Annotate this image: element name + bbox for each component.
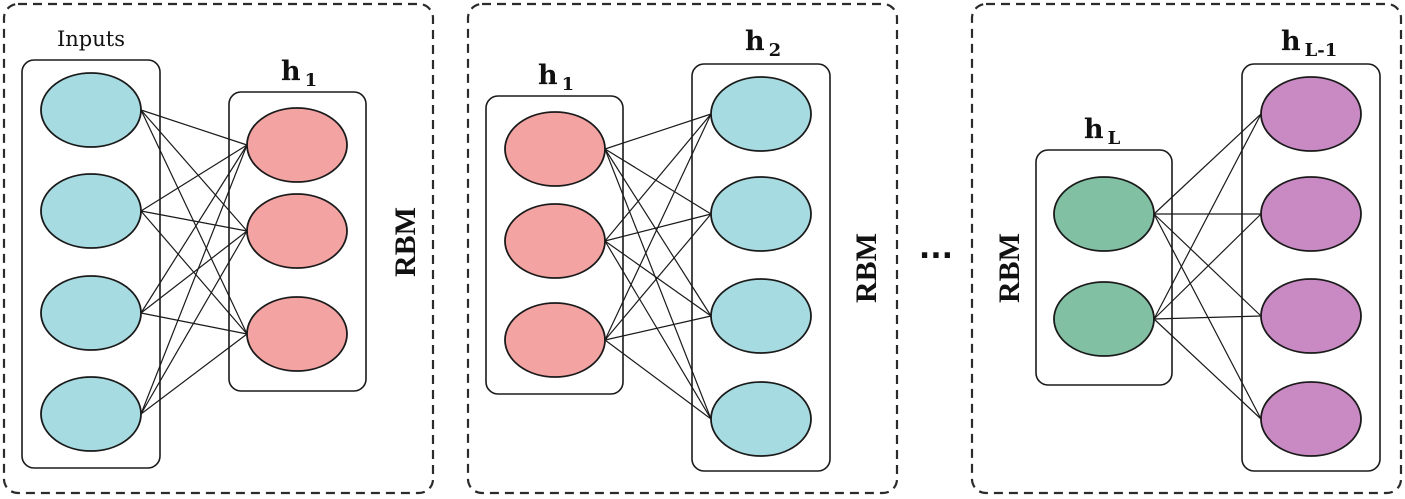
connections <box>140 109 1262 420</box>
panel-3-hLm1-box <box>1241 63 1381 472</box>
panel-2-h1-box <box>485 95 624 395</box>
connection-p1-2-2 <box>140 210 248 232</box>
connection-p1-1-1 <box>140 109 248 146</box>
connection-p2-2-4 <box>604 240 712 420</box>
connection-p1-1-3 <box>140 109 248 335</box>
connection-p3-2-1 <box>1153 113 1262 320</box>
panel-3-frame <box>970 2 1403 495</box>
connection-p2-1-3 <box>604 148 712 317</box>
connection-p1-4-3 <box>140 333 248 415</box>
neuron-p2-right-1 <box>710 76 812 152</box>
label-main: h <box>745 26 765 57</box>
panel-3-rbm-label: RBM <box>993 233 1026 303</box>
neuron-p1-left-4 <box>40 376 142 452</box>
connection-p2-3-4 <box>604 339 712 420</box>
neuron-p1-left-3 <box>40 275 142 351</box>
label-sub: 1 <box>305 70 318 91</box>
connection-p3-1-4 <box>1153 213 1262 420</box>
panel-1-frame <box>2 2 435 495</box>
connection-p1-2-1 <box>140 144 248 212</box>
label-sub: L <box>1108 128 1121 149</box>
connection-p3-1-1 <box>1153 113 1262 215</box>
neuron-p3-right-1 <box>1260 76 1362 152</box>
neuron-p1-left-2 <box>40 173 142 249</box>
connection-p3-2-3 <box>1153 315 1262 320</box>
neuron-p2-right-2 <box>710 176 812 252</box>
panel-2-frame <box>466 2 899 495</box>
connection-p2-3-2 <box>604 213 712 341</box>
connection-p1-1-2 <box>140 109 248 232</box>
neuron-p2-right-4 <box>710 381 812 457</box>
neuron-p3-right-2 <box>1260 176 1362 252</box>
connection-p2-2-1 <box>604 113 712 242</box>
connection-p2-1-4 <box>604 148 712 420</box>
panel-1-rbm-label: RBM <box>389 207 422 277</box>
neuron-p1-right-1 <box>246 107 348 183</box>
panel-1-inputs-box <box>21 59 161 469</box>
connection-p3-2-2 <box>1153 213 1262 320</box>
connection-p2-1-1 <box>604 113 712 150</box>
connection-p2-3-1 <box>604 113 712 341</box>
connection-p1-4-2 <box>140 230 248 415</box>
connection-p1-4-1 <box>140 144 248 415</box>
ellipsis: ... <box>919 231 953 266</box>
panel-1-inputs-label: Inputs <box>57 27 125 51</box>
neurons <box>40 72 1362 457</box>
panel-1-h1-box <box>228 91 367 392</box>
neuron-p1-right-3 <box>246 296 348 372</box>
label-sub: 1 <box>562 74 575 95</box>
neuron-p2-left-2 <box>504 203 606 279</box>
neuron-p1-left-1 <box>40 72 142 148</box>
panel-2-rbm-label: RBM <box>850 233 883 303</box>
connection-p3-1-3 <box>1153 213 1262 317</box>
label-sub: 2 <box>769 40 782 61</box>
connection-p2-3-3 <box>604 315 712 341</box>
neuron-p2-left-3 <box>504 302 606 378</box>
label-main: h <box>1281 26 1301 57</box>
label-main: h <box>1084 114 1104 145</box>
label-sub: L-1 <box>1305 40 1338 61</box>
neuron-p3-left-2 <box>1053 281 1155 357</box>
neuron-p3-left-1 <box>1053 176 1155 252</box>
neuron-p1-right-2 <box>246 193 348 269</box>
label-main: h <box>538 60 558 91</box>
connection-p2-1-2 <box>604 148 712 215</box>
label-main: h <box>281 56 301 87</box>
panel-2-h2-box <box>691 63 831 472</box>
connection-p1-3-1 <box>140 144 248 314</box>
connection-p2-2-3 <box>604 240 712 317</box>
neuron-p3-right-4 <box>1260 381 1362 457</box>
neuron-p3-right-3 <box>1260 278 1362 354</box>
connection-p1-3-2 <box>140 230 248 314</box>
connection-p3-2-4 <box>1153 318 1262 420</box>
neuron-p2-left-1 <box>504 111 606 187</box>
panel-3-hL-box <box>1035 149 1173 386</box>
neuron-p2-right-3 <box>710 278 812 354</box>
